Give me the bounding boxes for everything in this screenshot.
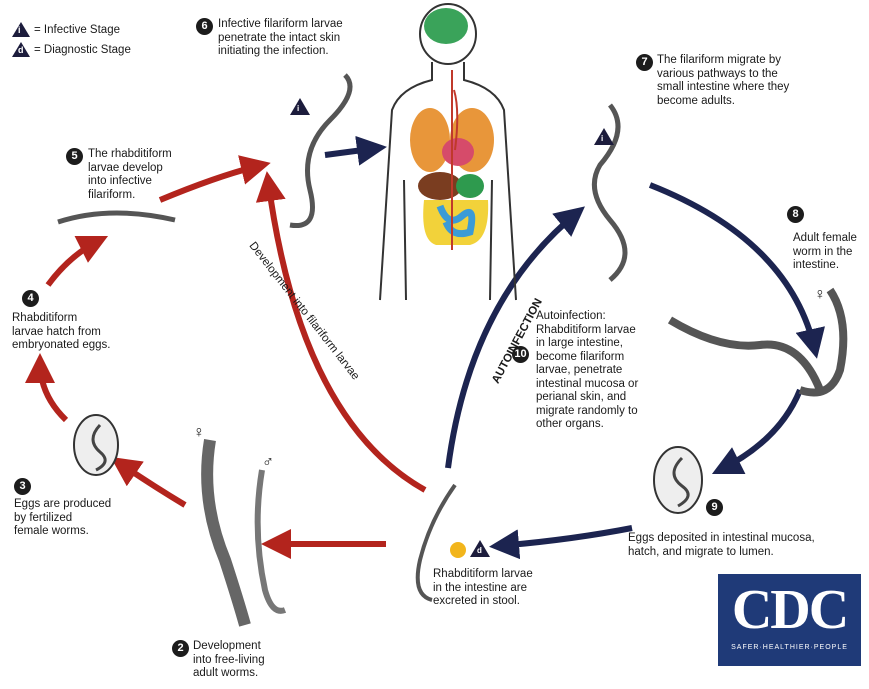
worm-adult-female-8 (670, 290, 843, 393)
female-symbol-2: ♀ (193, 424, 205, 442)
step-1-label: Rhabditiform larvae in the intestine are… (433, 568, 533, 609)
step-8-number: 8 (787, 206, 804, 223)
larva-filariform-7 (594, 105, 625, 280)
step-3-number: 3 (14, 478, 31, 495)
egg-9 (654, 447, 702, 513)
arrow-5-to-6 (160, 165, 262, 200)
step-5-number: 5 (66, 148, 83, 165)
step-9-number: 9 (706, 499, 723, 516)
legend-diagnostic: d = Diagnostic Stage (12, 42, 131, 57)
diagnostic-marker-letter: d (477, 544, 482, 558)
cdc-logo-text: CDC (718, 578, 861, 642)
step-3-label: Eggs are produced by fertilized female w… (14, 498, 111, 539)
human-body-illustration (380, 4, 516, 300)
step-2-number: 2 (172, 640, 189, 657)
stool-sun-icon (450, 542, 466, 558)
cdc-logo: CDC SAFER·HEALTHIER·PEOPLE (718, 574, 861, 666)
step-7-number: 7 (636, 54, 653, 71)
arrow-9-to-1 (498, 528, 632, 546)
female-symbol-8: ♀ (814, 286, 826, 304)
step-9-label: Eggs deposited in intestinal mucosa, hat… (628, 532, 815, 559)
step-6-label: Infective filariform larvae penetrate th… (218, 18, 343, 59)
step-8-label: Adult female worm in the intestine. (793, 232, 869, 273)
worm-rhabditiform-5 (58, 213, 175, 222)
cdc-logo-tagline: SAFER·HEALTHIER·PEOPLE (718, 644, 861, 651)
step-4-label: Rhabditiform larvae hatch from embryonat… (12, 312, 110, 353)
infective-marker-7-letter: i (601, 132, 603, 146)
step-7-label: The filariform migrate by various pathwa… (657, 54, 789, 108)
step-6-number: 6 (196, 18, 213, 35)
arrow-2-to-3 (118, 462, 185, 505)
infective-marker-6-icon (290, 98, 310, 115)
legend-infective: i = Infective Stage (12, 22, 120, 37)
worm-free-living-male (258, 470, 285, 611)
arrow-3-to-4 (40, 362, 66, 420)
infective-marker-7-icon (594, 128, 614, 145)
step-10-label: Autoinfection: Rhabditiform larvae in la… (536, 310, 638, 432)
egg-3 (74, 415, 118, 475)
arrow-8-to-9 (720, 390, 800, 470)
arrow-6-to-body (325, 148, 378, 155)
diagnostic-triangle-icon: d (12, 42, 30, 57)
infective-triangle-icon: i (12, 22, 30, 37)
male-symbol-2: ♂ (262, 454, 274, 472)
arrow-4-to-5 (48, 240, 100, 285)
step-4-number: 4 (22, 290, 39, 307)
infective-marker-6-letter: i (297, 102, 299, 116)
step-5-label: The rhabditiform larvae develop into inf… (88, 148, 172, 202)
worm-free-living-female (207, 440, 245, 625)
step-2-label: Development into free-living adult worms… (193, 640, 265, 681)
